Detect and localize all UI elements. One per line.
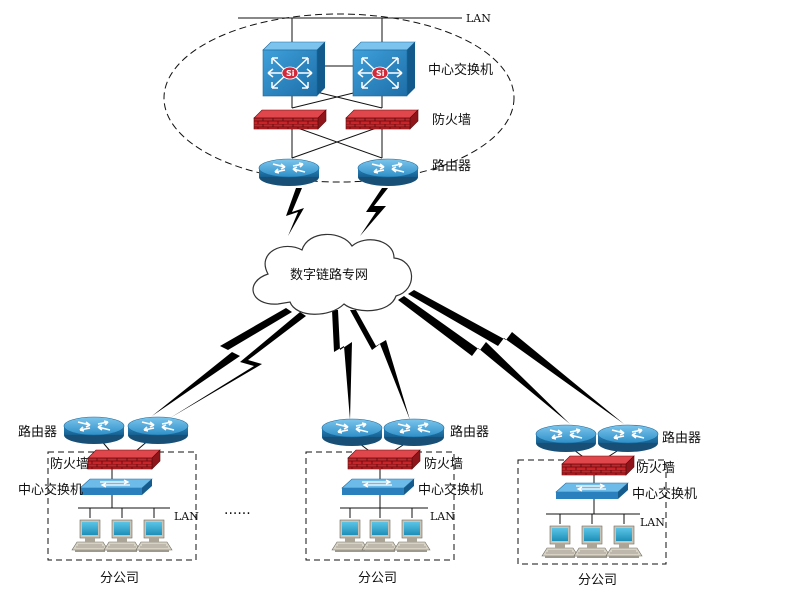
hq-router-label: 路由器	[432, 158, 471, 174]
hq-firewall-label: 防火墙	[432, 112, 471, 128]
branch-2-router-label: 路由器	[450, 424, 489, 440]
branch-2-pc-2	[361, 519, 399, 553]
hq-router-2	[357, 158, 419, 187]
branch-2-switch-label: 中心交换机	[418, 482, 483, 498]
branch-2-router-1	[321, 418, 383, 447]
branch-1-router-1	[63, 416, 125, 445]
hq-lan-label: LAN	[466, 12, 491, 25]
branch-3-label: 分公司	[578, 573, 617, 588]
branch-3-switch	[555, 482, 629, 500]
branch-1-switch-label: 中心交换机	[18, 482, 83, 498]
wan-links	[152, 188, 624, 424]
branch-1-firewall	[87, 449, 161, 470]
branch-2-label: 分公司	[358, 571, 397, 586]
branch-2-firewall-label: 防火墙	[424, 456, 463, 472]
wan-link-hq-2	[360, 188, 388, 236]
headquarters-group: LAN Si Si 中心交换机 防火墙 路由器	[163, 12, 515, 187]
branch-3-pc-1	[541, 525, 579, 559]
branch-2-router-2	[383, 418, 445, 447]
branch-2-pc-3	[393, 519, 431, 553]
branch-1-lan-label: LAN	[174, 510, 199, 523]
branch-1-group: 路由器 防火墙 中心交换机 LAN 分公司	[18, 416, 199, 586]
branch-1-router-2	[127, 416, 189, 445]
branch-1-router-label: 路由器	[18, 424, 57, 440]
branch-2-group: 路由器 防火墙 中心交换机 LAN 分公司	[305, 418, 489, 586]
wan-cloud-label: 数字链路专网	[290, 267, 368, 283]
branch-2-switch	[341, 478, 415, 496]
branch-1-pc-2	[103, 519, 141, 553]
hq-router-1	[258, 158, 320, 187]
branch-3-pc-2	[573, 525, 611, 559]
hq-switch-badge: Si	[286, 69, 295, 78]
branch-3-router-2	[597, 424, 659, 453]
wan-link-hq-1	[286, 188, 304, 236]
wan-cloud: 数字链路专网	[252, 233, 413, 315]
branch-2-firewall	[347, 449, 421, 470]
branch-1-label: 分公司	[100, 571, 139, 586]
wan-link-b1-a	[152, 308, 292, 416]
hq-switch-badge-2: Si	[376, 69, 385, 78]
wan-link-b1-b	[170, 312, 306, 418]
branch-3-router-1	[535, 424, 597, 453]
more-branches-ellipsis: ......	[224, 502, 251, 518]
branch-3-router-label: 路由器	[662, 430, 701, 446]
hq-boundary-ellipse	[163, 13, 515, 183]
branch-3-pc-3	[605, 525, 643, 559]
wan-link-b2-a	[332, 310, 352, 420]
wan-link-b2-b	[350, 310, 410, 420]
hq-core-switch-label: 中心交换机	[428, 62, 493, 78]
branch-3-switch-label: 中心交换机	[632, 486, 697, 502]
hq-firewall-2	[345, 109, 419, 130]
branch-2-lan-label: LAN	[430, 510, 455, 523]
branch-1-pc-1	[71, 519, 109, 553]
branch-3-firewall-label: 防火墙	[636, 460, 675, 476]
branch-3-lan-label: LAN	[640, 516, 665, 529]
branch-1-switch	[79, 478, 153, 496]
branch-3-group: 路由器 防火墙 中心交换机 LAN 分公司	[517, 424, 701, 588]
branch-1-pc-3	[135, 519, 173, 553]
hq-firewall-1	[253, 109, 327, 130]
branch-3-firewall	[561, 455, 635, 476]
wan-link-b3-a	[398, 296, 570, 424]
branch-2-pc-1	[331, 519, 369, 553]
branch-1-firewall-label: 防火墙	[50, 456, 89, 472]
wan-link-b3-b	[408, 290, 624, 424]
